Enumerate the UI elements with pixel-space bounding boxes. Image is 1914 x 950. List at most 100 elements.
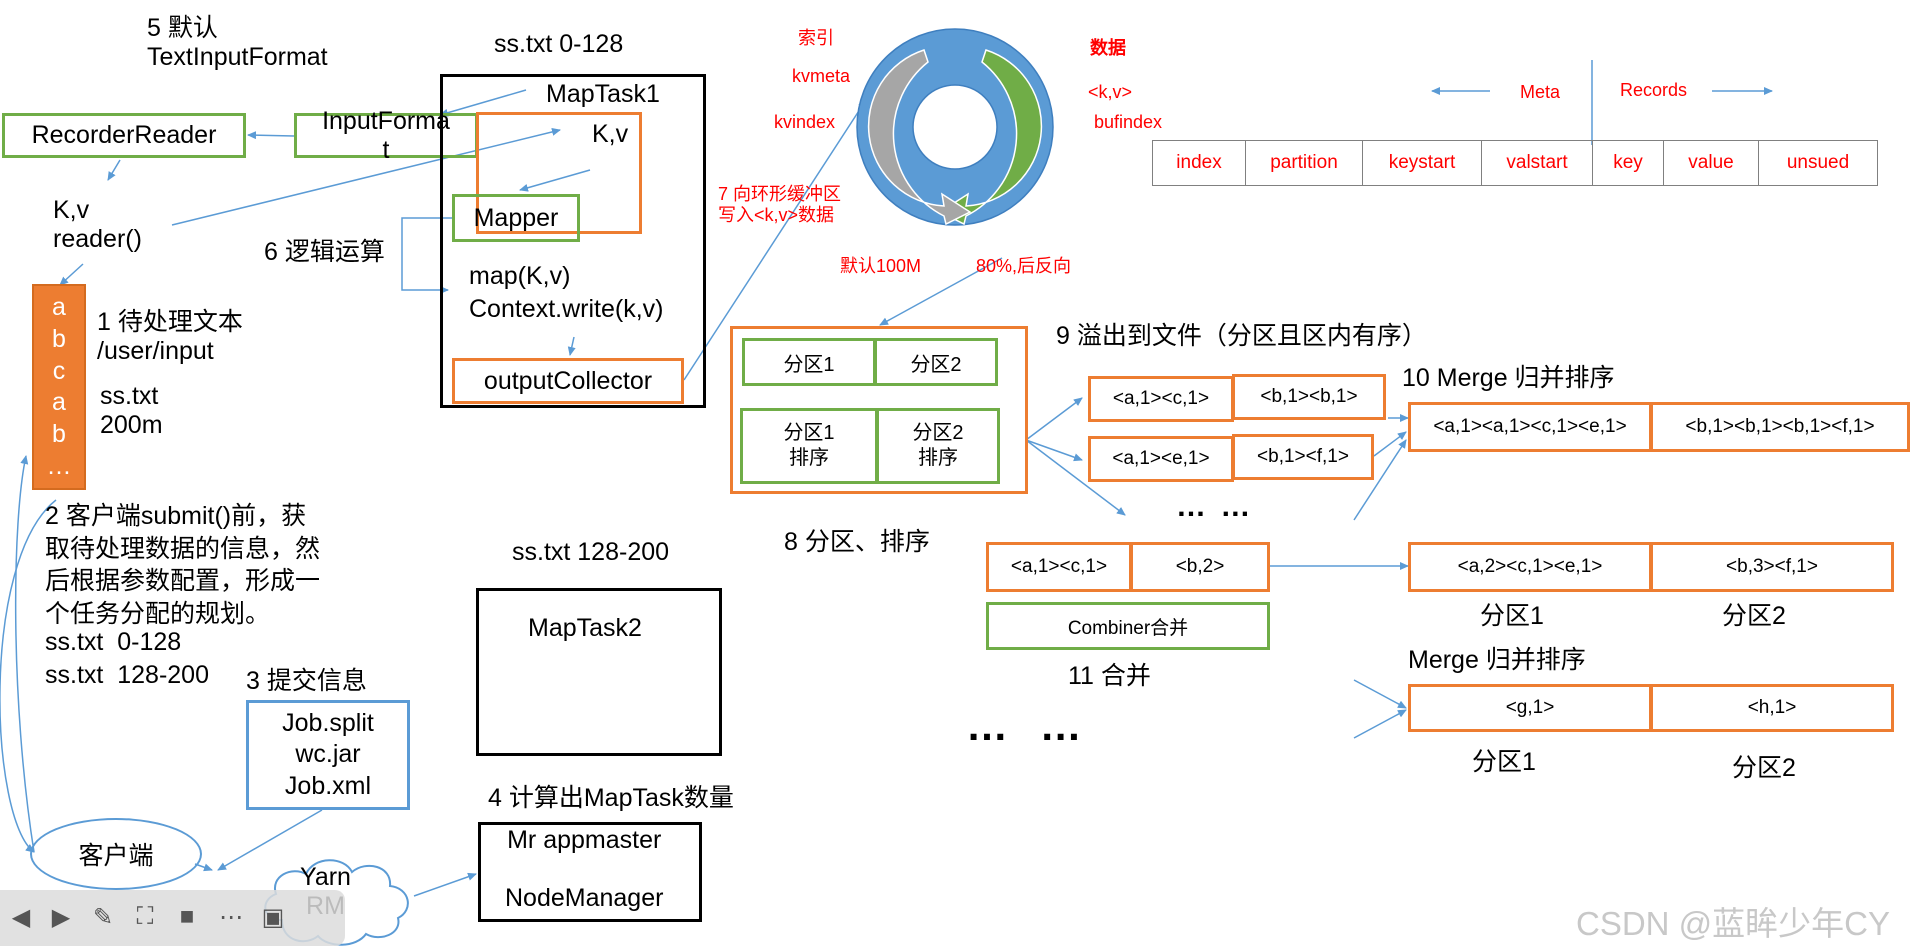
stack-item: a xyxy=(52,388,66,417)
partition1-sort-box: 分区1 排序 xyxy=(740,408,878,484)
pct80-label: 80%,后反向 xyxy=(976,256,1072,276)
second-merge-cell: <g,1> xyxy=(1408,684,1652,732)
table-cell: unsued xyxy=(1758,140,1878,186)
data-arrow xyxy=(938,49,1043,226)
combined-output-cell: <a,2><c,1><e,1> xyxy=(1408,542,1652,592)
step10-label: 10 Merge 归并排序 xyxy=(1402,364,1615,392)
step9-label: 9 溢出到文件（分区且区内有序） xyxy=(1056,322,1427,350)
step6-label: 6 逻辑运算 xyxy=(264,238,385,266)
screenshot-icon[interactable]: ⛶ xyxy=(136,903,154,930)
partition-container xyxy=(730,326,1028,494)
output-collector-text: outputCollector xyxy=(483,366,653,395)
job-files-text: Job.split wc.jar Job.xml xyxy=(282,709,374,800)
default-100m-label: 默认100M xyxy=(840,256,922,276)
kv-box xyxy=(476,112,642,234)
appmaster-box xyxy=(478,822,702,922)
camera-icon[interactable]: ■ xyxy=(179,903,195,930)
maptask1-box xyxy=(440,74,706,408)
ellipsis-big: … … xyxy=(966,702,1092,749)
index-label: 索引 xyxy=(798,28,834,48)
bufindex-label: bufindex xyxy=(1094,112,1163,132)
partition2-box: 分区2 xyxy=(874,338,998,386)
output-collector-box: outputCollector xyxy=(452,358,684,404)
meta-table: index partition keystart valstart key va… xyxy=(1152,140,1878,186)
mapper-text: Mapper xyxy=(473,203,559,232)
merged-cell: <a,1><a,1><c,1><e,1> xyxy=(1408,402,1652,452)
maptask1-label: MapTask1 xyxy=(546,80,660,108)
partition2-label-a: 分区2 xyxy=(1722,602,1786,630)
combined-output-cell: <b,3><f,1> xyxy=(1650,542,1894,592)
step1-label: 1 待处理文本 /user/input xyxy=(97,308,243,365)
combined-input-cell: <b,2> xyxy=(1130,542,1270,592)
meta-arrow xyxy=(867,49,972,226)
partition1-sort-text: 分区1 排序 xyxy=(783,422,835,469)
table-cell: keystart xyxy=(1362,140,1482,186)
records-label: Records xyxy=(1620,80,1688,100)
stack-item: … xyxy=(46,451,72,480)
ring-buffer xyxy=(856,28,1054,226)
stack-item: b xyxy=(52,419,66,448)
prev-icon[interactable]: ◀ xyxy=(11,903,31,931)
ellipsis-small: … … xyxy=(1176,490,1254,523)
spill-cell: <b,1><b,1> xyxy=(1232,374,1386,420)
step11-label: 11 合并 xyxy=(1068,662,1151,690)
spill-cell: <a,1><c,1> xyxy=(1088,376,1234,422)
map-code-label: map(K,v) Context.write(k,v) xyxy=(469,262,664,323)
step8-label: 8 分区、排序 xyxy=(784,528,930,556)
kv-angle-label: <k,v> xyxy=(1088,82,1133,102)
kv-reader-label: K,v reader() xyxy=(53,196,142,253)
table-cell: partition xyxy=(1245,140,1363,186)
presentation-toolbar: ◀ ▶ ✎ ⛶ ■ ⋯ ▣ xyxy=(0,890,345,946)
kv-inner-label: K,v xyxy=(592,120,629,148)
partition2-sort-text: 分区2 排序 xyxy=(912,422,964,469)
stack-item: b xyxy=(52,324,66,353)
kvmeta-label: kvmeta xyxy=(792,66,851,86)
table-cell: valstart xyxy=(1481,140,1593,186)
second-merge-cell: <h,1> xyxy=(1650,684,1894,732)
data-label: 数据 xyxy=(1090,38,1126,58)
spill-cell: <b,1><f,1> xyxy=(1232,434,1374,480)
combiner-box: Combiner合并 xyxy=(986,602,1270,650)
text-stack: a b c a b … xyxy=(32,284,86,490)
step2-label: 2 客户端submit()前，获 取待处理数据的信息，然 后根据参数配置，形成一… xyxy=(45,502,321,628)
kvindex-label: kvindex xyxy=(774,112,836,132)
ss-txt-128-200-label: ss.txt 128-200 xyxy=(512,538,670,566)
partition2-sort-box: 分区2 排序 xyxy=(876,408,1000,484)
partition1-box: 分区1 xyxy=(742,338,876,386)
table-cell: value xyxy=(1663,140,1759,186)
play-icon[interactable]: ▶ xyxy=(51,903,71,931)
panel-icon[interactable]: ▣ xyxy=(261,903,285,931)
recorder-reader-box: RecorderReader xyxy=(2,113,246,158)
stack-item: c xyxy=(52,356,66,385)
step7-label: 7 向环形缓冲区 写入<k,v>数据 xyxy=(718,184,842,225)
more-icon[interactable]: ⋯ xyxy=(219,903,243,931)
ss-txt-0-128-label: ss.txt 0-128 xyxy=(494,30,624,58)
step4-label: 4 计算出MapTask数量 xyxy=(488,784,734,812)
merge-sort-label: Merge 归并排序 xyxy=(1408,646,1586,674)
meta-label: Meta xyxy=(1520,82,1561,102)
input-format-text: InputForma t xyxy=(322,106,450,164)
maptask2-box xyxy=(476,588,722,756)
spill-cell: <a,1><e,1> xyxy=(1088,436,1234,482)
merged-cell: <b,1><b,1><b,1><f,1> xyxy=(1650,402,1910,452)
job-files-box: Job.split wc.jar Job.xml xyxy=(246,700,410,810)
recorder-reader-text: RecorderReader xyxy=(31,121,217,149)
table-cell: index xyxy=(1152,140,1246,186)
appmaster-label: Mr appmaster NodeManager xyxy=(505,826,664,912)
partition2-label-b: 分区2 xyxy=(1732,754,1796,782)
partition1-text: 分区1 xyxy=(783,353,835,376)
maptask2-label: MapTask2 xyxy=(528,614,642,642)
split-plan-label: ss.txt 0-128 ss.txt 128-200 xyxy=(45,628,209,689)
pen-icon[interactable]: ✎ xyxy=(92,903,114,931)
client-node: 客户端 xyxy=(30,818,202,890)
step3-label: 3 提交信息 xyxy=(246,667,367,695)
ss-txt-200m-label: ss.txt 200m xyxy=(100,382,163,439)
stack-item: a xyxy=(52,293,66,322)
table-cell: key xyxy=(1592,140,1664,186)
combiner-text: Combiner合并 xyxy=(1067,617,1189,639)
client-text: 客户端 xyxy=(78,842,154,870)
combined-input-cell: <a,1><c,1> xyxy=(986,542,1132,592)
mapper-box: Mapper xyxy=(452,194,580,242)
partition2-text: 分区2 xyxy=(910,353,962,376)
